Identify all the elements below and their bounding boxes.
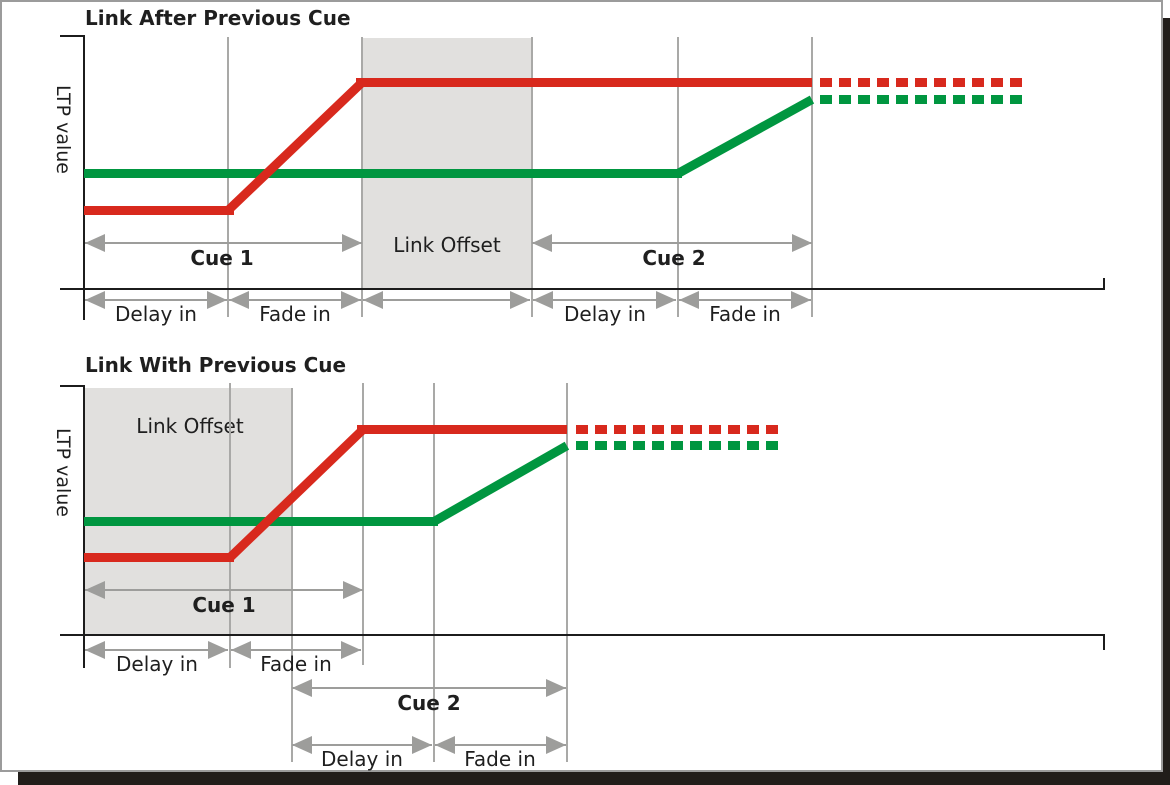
ltp-value-axis-label: LTP value bbox=[52, 428, 74, 517]
green-ltp-line-dashed bbox=[820, 95, 1022, 104]
green-ltp-line-flat bbox=[84, 169, 682, 178]
guide-line-cue2-fade-end bbox=[566, 383, 568, 762]
cue2-label: Cue 2 bbox=[642, 246, 706, 270]
ltp-value-axis-label: LTP value bbox=[52, 85, 74, 174]
frame-shadow-bottom bbox=[18, 772, 1170, 785]
diagram-title: Link With Previous Cue bbox=[85, 353, 347, 377]
cue2-span-arrow bbox=[532, 242, 812, 244]
link-offset-span-arrow bbox=[363, 299, 530, 301]
red-ltp-line-flat-high bbox=[356, 78, 812, 87]
diagram-title: Link After Previous Cue bbox=[85, 6, 351, 30]
red-ltp-line-dashed bbox=[576, 425, 778, 434]
time-axis-end-tick bbox=[1103, 278, 1105, 290]
y-axis-line bbox=[83, 385, 85, 668]
cue1-fade-label: Fade in bbox=[259, 302, 331, 326]
guide-line-cue2-delay-end bbox=[433, 383, 435, 762]
cue2-label: Cue 2 bbox=[397, 691, 461, 715]
cue1-fade-arrow bbox=[231, 649, 361, 651]
time-axis-line bbox=[60, 634, 1105, 636]
frame-shadow-right bbox=[1163, 18, 1170, 785]
red-ltp-line-flat-low bbox=[84, 553, 234, 562]
cue2-fade-label: Fade in bbox=[709, 302, 781, 326]
link-offset-label: Link Offset bbox=[136, 414, 244, 438]
cue2-delay-arrow bbox=[533, 299, 676, 301]
cue1-span-arrow bbox=[85, 589, 363, 591]
time-axis-line bbox=[60, 288, 1105, 290]
cue1-fade-arrow bbox=[229, 299, 361, 301]
guide-line-offset-end bbox=[291, 388, 293, 762]
red-ltp-line-flat-high bbox=[357, 425, 567, 434]
cue2-delay-label: Delay in bbox=[564, 302, 646, 326]
cue1-delay-arrow bbox=[85, 649, 228, 651]
cue2-fade-arrow bbox=[679, 299, 811, 301]
guide-line-cue2-fade-end bbox=[811, 37, 813, 317]
figure-frame bbox=[0, 0, 1163, 772]
cue1-delay-label: Delay in bbox=[115, 302, 197, 326]
cue1-delay-label: Delay in bbox=[116, 652, 198, 676]
cue2-fade-label: Fade in bbox=[464, 747, 536, 771]
cue2-span-arrow bbox=[292, 687, 566, 689]
green-ltp-line-dashed bbox=[576, 441, 778, 450]
cue2-fade-arrow bbox=[435, 744, 566, 746]
link-offset-label: Link Offset bbox=[393, 233, 501, 257]
y-axis-top-tick bbox=[60, 385, 85, 387]
cue2-delay-label: Delay in bbox=[321, 747, 403, 771]
red-ltp-line-flat-low bbox=[84, 206, 234, 215]
cue2-delay-arrow bbox=[292, 744, 432, 746]
cue1-label: Cue 1 bbox=[192, 593, 256, 617]
cue1-delay-arrow bbox=[85, 299, 227, 301]
red-ltp-line-dashed bbox=[820, 78, 1022, 87]
cue1-label: Cue 1 bbox=[190, 246, 254, 270]
time-axis-end-tick bbox=[1103, 634, 1105, 650]
cue1-fade-label: Fade in bbox=[260, 652, 332, 676]
link-offset-region bbox=[85, 388, 292, 634]
cue1-span-arrow bbox=[85, 242, 362, 244]
y-axis-top-tick bbox=[60, 35, 85, 37]
